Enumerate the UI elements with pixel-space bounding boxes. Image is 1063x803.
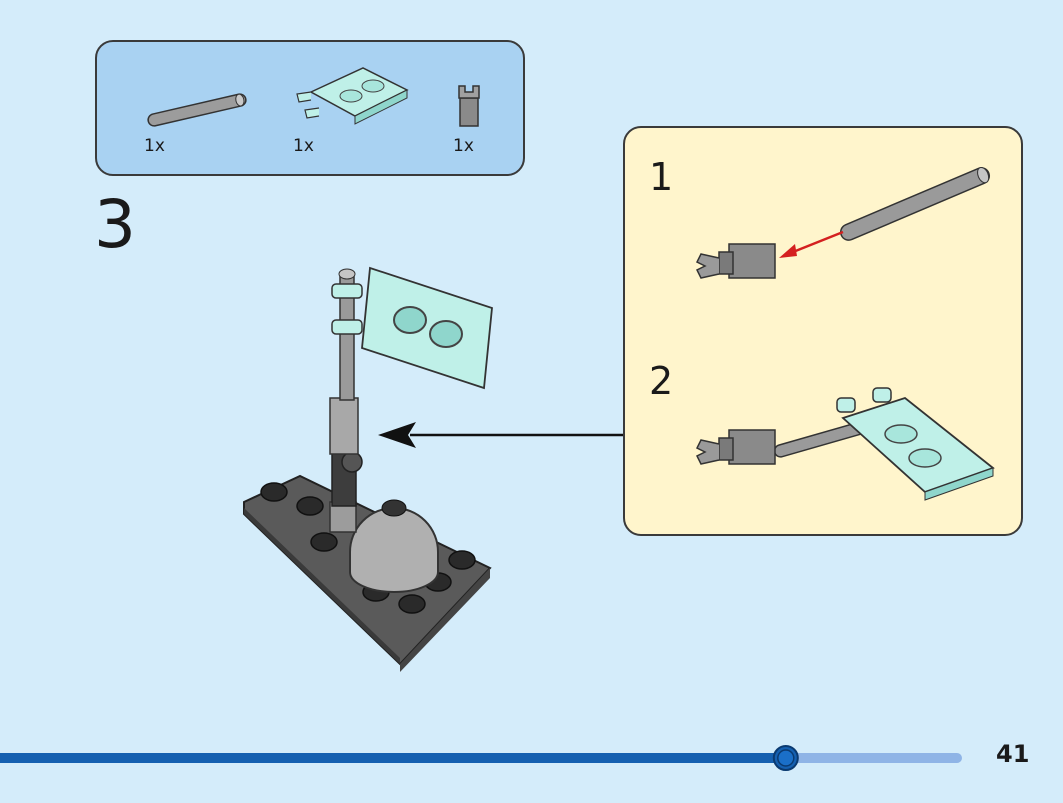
part-qty: 1x (453, 136, 474, 156)
part-qty: 1x (144, 136, 165, 156)
page-number: 41 (996, 740, 1030, 768)
step-number: 3 (94, 186, 136, 263)
substep-1-illustration (695, 166, 991, 279)
assembled-model-illustration (243, 266, 493, 672)
progress-fill (0, 753, 786, 763)
parts-list-box: 1x 1x 1x (95, 40, 525, 176)
substep-number: 2 (649, 359, 674, 403)
substep-2-illustration (695, 387, 995, 501)
progress-marker-center (777, 749, 795, 767)
progress-bar (0, 745, 962, 771)
flag-tile-icon (296, 67, 409, 125)
callout-arrow (378, 422, 624, 448)
bar-icon (147, 93, 247, 127)
part-qty: 1x (293, 136, 314, 156)
substep-callout-box: 1 2 (623, 126, 1023, 536)
substep-number: 1 (649, 155, 674, 199)
clip-bar-holder-icon (458, 85, 480, 127)
